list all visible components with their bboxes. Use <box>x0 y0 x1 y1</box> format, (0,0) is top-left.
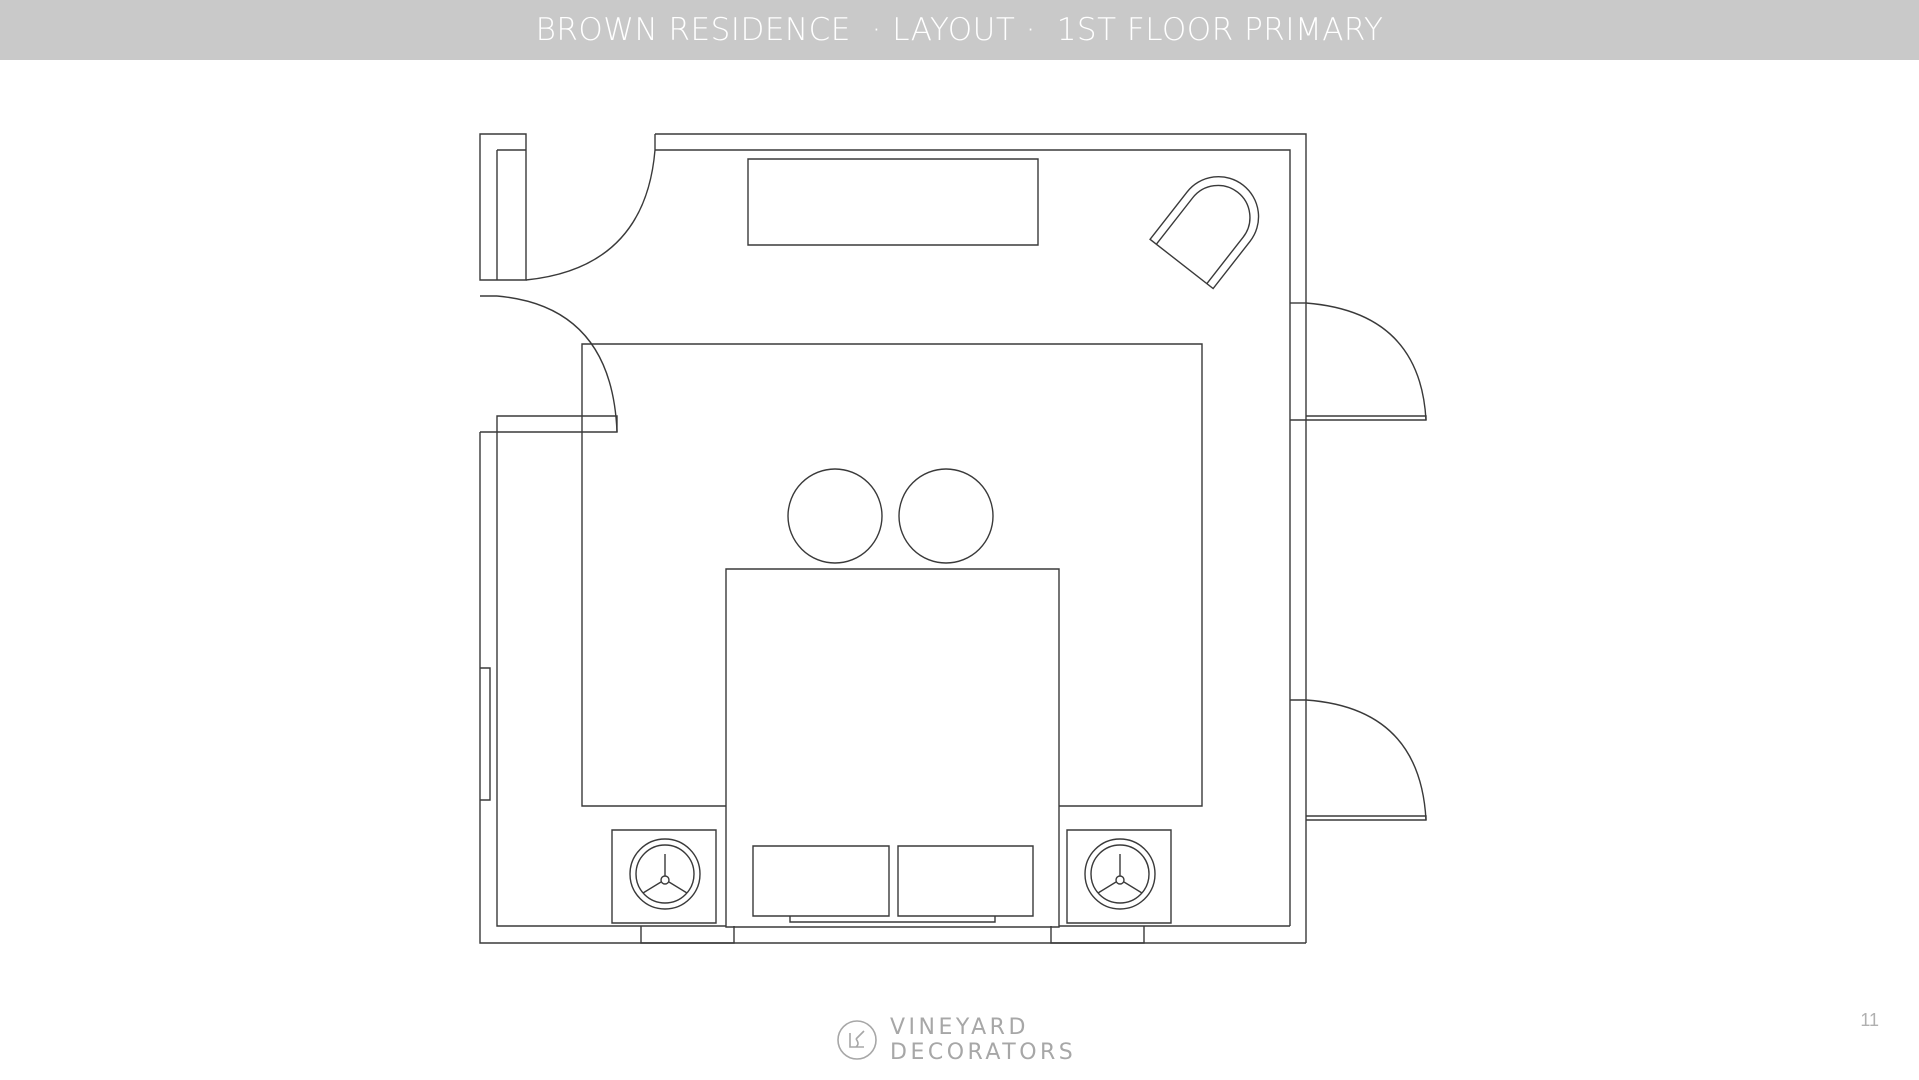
pillow-left <box>753 846 889 916</box>
door-left <box>480 296 617 432</box>
door-right-lower <box>1306 700 1426 820</box>
nightstand-right <box>1051 830 1171 943</box>
door-right-upper <box>1306 303 1426 420</box>
pillow-right <box>898 846 1033 916</box>
page-number: 11 <box>1860 1010 1879 1030</box>
walls <box>480 134 1426 943</box>
round-ottoman-right <box>899 469 993 563</box>
vineyard-decorators-logo-icon <box>837 1020 877 1060</box>
brand-logo: VINEYARD DECORATORS <box>836 1016 1086 1064</box>
title-bar: BROWN RESIDENCE · LAYOUT · 1ST FLOOR PRI… <box>0 0 1919 60</box>
nightstand-left <box>612 830 734 943</box>
logo-line-2: DECORATORS <box>890 1039 1077 1065</box>
dresser <box>748 159 1038 245</box>
door-top-left <box>526 150 655 280</box>
round-ottoman-left <box>788 469 882 563</box>
armchair <box>1150 161 1275 289</box>
page-title: BROWN RESIDENCE · LAYOUT · 1ST FLOOR PRI… <box>535 12 1384 48</box>
logo-line-1: VINEYARD <box>890 1014 1029 1040</box>
bed <box>726 569 1059 927</box>
